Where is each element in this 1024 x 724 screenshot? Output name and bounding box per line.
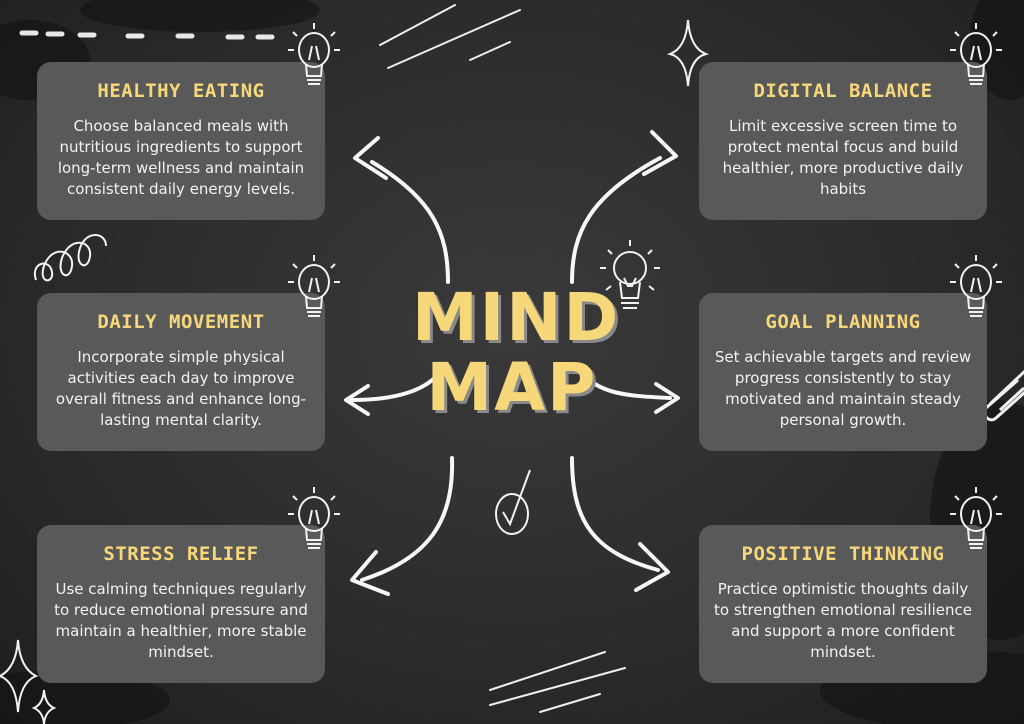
- dashed-line: [19, 30, 275, 40]
- card-title: DAILY MOVEMENT: [97, 311, 265, 333]
- lightbulb-icon: [950, 487, 1002, 549]
- card-stress-relief: STRESS RELIEF Use calming techniques reg…: [37, 525, 325, 683]
- card-text: Incorporate simple physical activities e…: [55, 348, 307, 429]
- card-text: Use calming techniques regularly to redu…: [54, 580, 308, 661]
- card-text: Limit excessive screen time to protect m…: [722, 117, 964, 198]
- hatch-strokes: [379, 4, 521, 69]
- lightbulb-icon: [950, 23, 1002, 85]
- card-text: Choose balanced meals with nutritious in…: [57, 117, 305, 198]
- card-healthy-eating: HEALTHY EATING Choose balanced meals wit…: [37, 62, 325, 220]
- card-text: Practice optimistic thoughts daily to st…: [714, 580, 972, 661]
- card-title: HEALTHY EATING: [97, 80, 265, 102]
- card-title: GOAL PLANNING: [765, 311, 921, 333]
- paperclip-icon: [982, 370, 1024, 422]
- title-line-2: MAP: [426, 349, 598, 426]
- card-text: Set achievable targets and review progre…: [714, 348, 972, 429]
- lightbulb-icon: [288, 23, 340, 85]
- card-digital-balance: DIGITAL BALANCE Limit excessive screen t…: [699, 62, 987, 220]
- lightbulb-icon: [288, 255, 340, 317]
- title-line-1: MIND: [412, 279, 621, 356]
- mind-map-title: MIND MAP: [412, 279, 621, 426]
- card-positive-thinking: POSITIVE THINKING Practice optimistic th…: [699, 525, 987, 683]
- card-title: DIGITAL BALANCE: [753, 80, 933, 102]
- spiral-icon: [33, 234, 107, 282]
- lightbulb-icon: [288, 487, 340, 549]
- card-daily-movement: DAILY MOVEMENT Incorporate simple physic…: [37, 293, 325, 451]
- card-title: POSITIVE THINKING: [741, 543, 945, 565]
- checkmark-icon: [495, 469, 531, 535]
- lightbulb-icon: [950, 255, 1002, 317]
- card-goal-planning: GOAL PLANNING Set achievable targets and…: [699, 293, 987, 451]
- card-title: STRESS RELIEF: [103, 543, 259, 565]
